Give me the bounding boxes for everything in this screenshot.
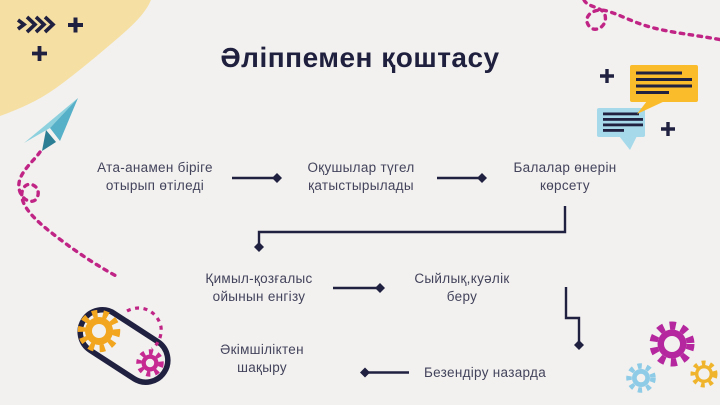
top-right-dashed-trail — [582, 0, 720, 42]
plus-icon — [68, 17, 83, 33]
flow-step-4: Қимыл-қозғалыс ойынын енгізу — [205, 271, 313, 304]
chain-belt-shape — [77, 307, 171, 385]
flow-step-2: Оқушылар түгел қатыстырылады — [307, 160, 415, 193]
chevrons-icon — [16, 15, 56, 34]
dashed-arc — [126, 306, 163, 351]
gear-magenta-icon — [649, 321, 695, 367]
page-title: Әліппемен қоштасу — [220, 42, 500, 73]
flow-step-6: Әкімшіліктен шақыру — [220, 342, 304, 375]
gear-blue-icon — [626, 363, 656, 393]
flow-step-7: Безендіру назарда — [424, 365, 546, 380]
flow-step-3: Балалар өнерін көрсету — [513, 160, 617, 193]
chain-gears-icon — [77, 306, 171, 385]
gear-yellow-icon — [690, 360, 718, 388]
connector-step3-step4 — [254, 206, 567, 252]
plus-icon — [661, 122, 675, 136]
paper-plane-icon — [24, 98, 78, 151]
flow-step-5: Сыйлық,куәлік беру — [414, 271, 510, 304]
connector-step5-step7 — [564, 287, 584, 350]
gears-icon — [626, 321, 718, 393]
gear-magenta-small-icon — [136, 349, 164, 377]
gear-orange-icon — [77, 309, 121, 353]
flow-step-1: Ата-анамен біріге отырып өтіледі — [97, 160, 213, 193]
chat-bubble-blue-icon — [597, 108, 645, 150]
